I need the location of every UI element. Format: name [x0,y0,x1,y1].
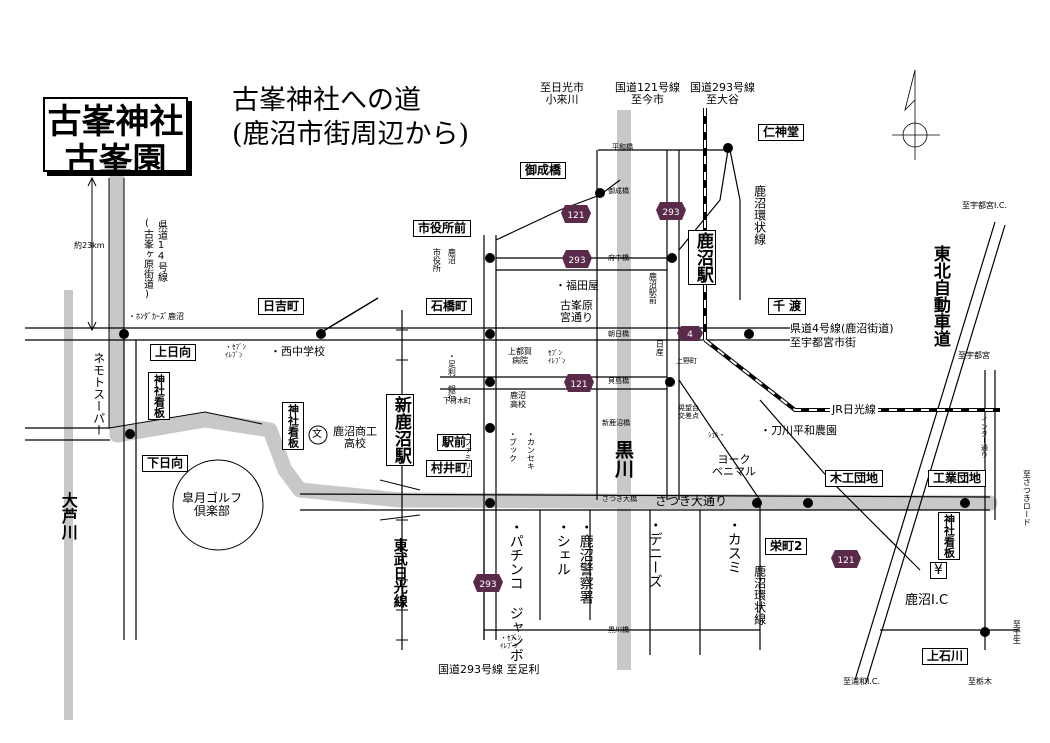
shield-293-south-label: 293 [479,580,496,590]
school-circle [308,425,328,445]
expressway-edge2 [865,224,1006,684]
dot-fuchu [667,253,677,263]
expressway [854,221,1006,684]
dot-shiyakusho [485,253,495,263]
main-route-outline [108,178,263,442]
kurokawa-river [617,110,631,670]
dot-hiyoshi [316,329,326,339]
dot-ishibashi [485,329,495,339]
shield-4-label: 4 [687,330,693,340]
tobu-ticks [396,329,408,641]
route-shields: 121 121 121 293 293 293 4 [473,202,861,592]
main-route-edge-top [108,178,263,429]
shield-293-fuchu-label: 293 [568,256,585,266]
tobu-ramp2 [379,514,421,521]
tobu-ramp1 [379,479,421,491]
shield-121-east-label: 121 [837,556,854,566]
shield-121-onari-label: 121 [567,211,584,221]
dot-ekimae [485,423,495,433]
distance-marker [87,176,97,332]
river-layer [64,110,631,720]
jr-east-white [704,339,1000,411]
shield-121-kaijima-label: 121 [570,380,587,390]
route121-diag [495,179,621,241]
dot-onari [595,188,605,198]
golf-circle [172,459,264,551]
oashi-river [64,290,73,720]
expressway-edge1 [854,221,996,681]
shield-293-north-label: 293 [662,208,679,218]
ring-road-north [598,149,741,300]
dot-kamihinata [119,329,129,339]
intersections [119,143,990,637]
dot-kamiishikawa [980,627,990,637]
dot-kaijima [485,377,495,387]
shield-121-east [831,550,861,568]
ring-road-south [678,379,761,650]
dot-kaijima-e [665,377,675,387]
dot-ninjindo [723,143,733,153]
dot-mokuzai [803,498,813,508]
shield-121-onari [561,205,591,223]
satsuki-edge-top [299,493,991,498]
shield-293-south [473,574,503,592]
railway-layer [379,108,1000,650]
shield-4 [677,326,703,341]
leader-nishi [319,297,379,334]
shield-121-kaijima [564,374,594,392]
dot-senju [744,329,754,339]
dot-kogyo [960,498,970,508]
dot-sakae [752,498,762,508]
road-layer [25,149,1020,655]
dot-shimohinata [125,429,135,439]
shield-293-fuchu [562,250,592,268]
shield-293-north [656,202,686,220]
dot-muraicho [485,498,495,508]
compass-icon [892,69,940,160]
